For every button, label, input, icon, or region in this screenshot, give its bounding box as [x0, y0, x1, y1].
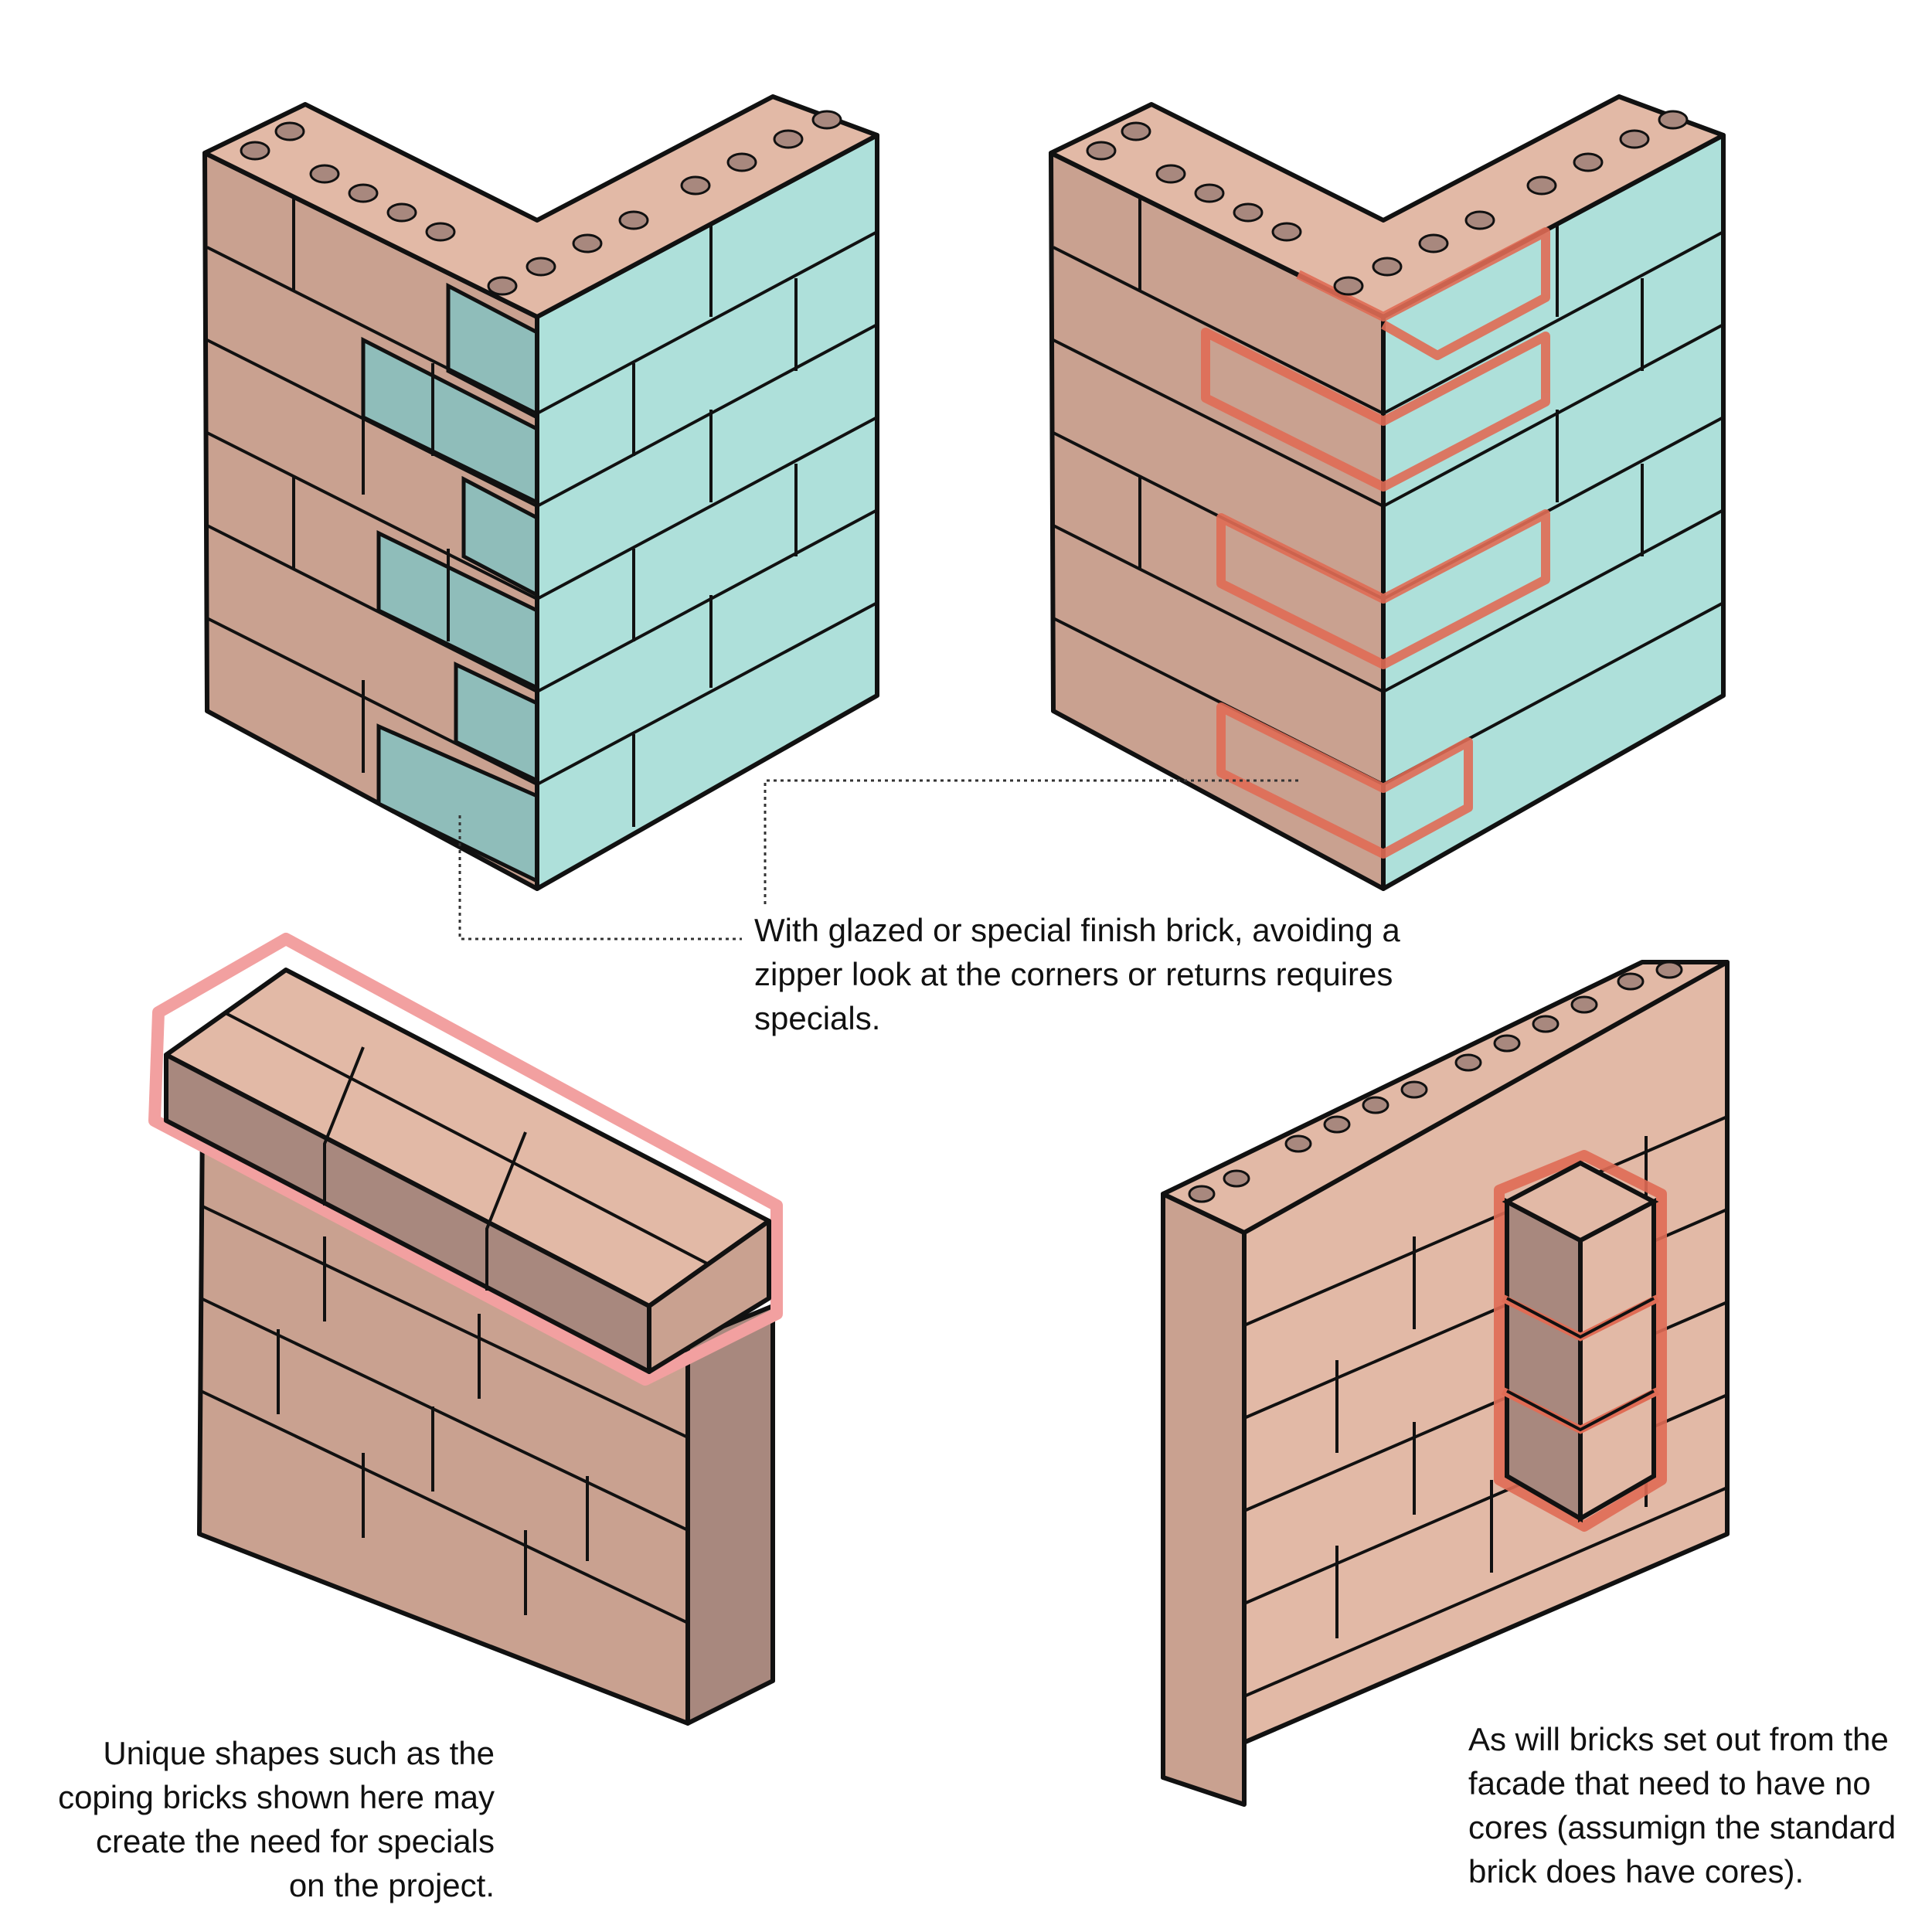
coping-wall-illustration: [148, 933, 783, 1726]
corner-top: [202, 94, 879, 319]
coping-joints: [223, 1011, 708, 1291]
setout-joint-lines: [1506, 1297, 1655, 1432]
brick-cores-tr: [1086, 110, 1689, 296]
coping-cap-end: [647, 1219, 771, 1374]
zipper-corner-illustration: [202, 94, 879, 891]
coping-wall-end: [685, 1304, 775, 1726]
caption-set-out: As will bricks set out from the facade t…: [1468, 1721, 1896, 1889]
setout-highlight: [1494, 1150, 1667, 1532]
glazed-returns-left: [361, 282, 539, 885]
brick-cores-tl: [240, 110, 842, 296]
setout-wall-end: [1161, 1192, 1247, 1807]
caption-coping: Unique shapes such as the coping bricks …: [58, 1735, 495, 1903]
setout-wall-illustration: [1161, 960, 1730, 1807]
coping-wall-mortar: [200, 1204, 689, 1624]
mortar-left: [206, 197, 538, 786]
special-corner-highlight: [1201, 227, 1550, 859]
caption-glazed-corner: With glazed or special finish brick, avo…: [754, 912, 1400, 1036]
special-corner-illustration: [1049, 94, 1726, 891]
coping-highlight: [148, 933, 783, 1386]
setout-brick-side: [1505, 1198, 1583, 1523]
mortar-right: [536, 224, 878, 827]
brick-cores-br: [1188, 961, 1683, 1203]
setout-wall-top: [1161, 960, 1730, 1235]
setout-brick-front: [1578, 1198, 1656, 1523]
setout-brick-top: [1502, 1160, 1659, 1243]
